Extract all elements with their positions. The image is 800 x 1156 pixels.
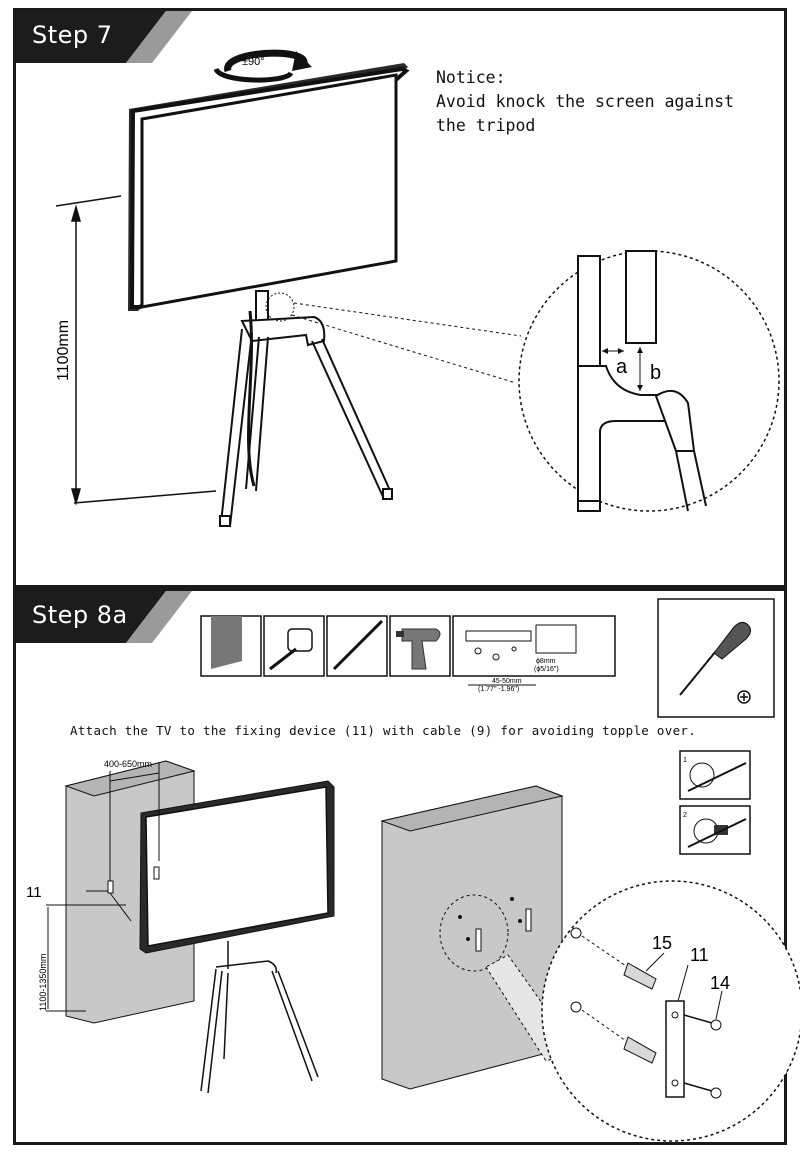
- step-8a-title: Step 8a: [32, 601, 128, 629]
- screwdriver-icon: [657, 598, 775, 718]
- left-tripod: [200, 941, 319, 1094]
- step-7-tab: [16, 11, 192, 63]
- drill-hole-diagram: [452, 615, 616, 686]
- wall-holes-cluster: [439, 894, 532, 972]
- tape-measure-icon: [263, 615, 325, 677]
- hole-depth-in-label: (1.77" -1.96"): [478, 686, 519, 693]
- notice-heading: Notice:: [436, 68, 506, 87]
- inset-step-1-number: 1: [683, 757, 687, 764]
- mounting-detail: [541, 880, 800, 1142]
- height-range-label: 1100-1350mm: [38, 954, 48, 1011]
- label-a: a: [616, 356, 628, 378]
- left-dimensions: [46, 763, 160, 1012]
- step-8a-illustration: 45-50mm (1.77" -1.96") ϕ8mm (ϕ5/16") 1 2: [26, 598, 800, 1142]
- notice-line-2: the tripod: [436, 116, 536, 135]
- hole-depth-label: 45-50mm: [492, 678, 522, 685]
- drill-bit-icon: [326, 615, 388, 677]
- hole-dia-label: ϕ8mm: [536, 658, 556, 665]
- inset-step-2-number: 2: [683, 812, 687, 819]
- height-label: 1100mm: [55, 320, 72, 381]
- rotation-label: ±90°: [242, 56, 265, 68]
- step-8a-panel: Step 8a Attach the TV to the fixing devi…: [13, 588, 800, 1145]
- part-11-left-label: 11: [26, 884, 42, 901]
- height-dimension: [55, 195, 217, 506]
- label-b: b: [650, 362, 661, 384]
- detail-circle: [518, 250, 780, 512]
- inset-step-2: [679, 805, 751, 855]
- width-label: 400-650mm: [104, 759, 152, 769]
- tripod: [219, 290, 393, 527]
- step-8a-tab: [16, 591, 192, 643]
- step-7-illustration: ±90° 1100mm: [55, 49, 780, 527]
- left-tv: [139, 780, 335, 954]
- step-7-title: Step 7: [32, 21, 113, 49]
- hole-dia-in-label: (ϕ5/16"): [534, 666, 559, 673]
- notice-text: Notice: Avoid knock the screen against t…: [436, 66, 734, 138]
- part-11-detail-label: 11: [690, 945, 709, 965]
- step-7-panel: Step 7 ±90°: [13, 8, 787, 588]
- rotation-arrow-icon: [213, 49, 312, 83]
- inset-step-1: [679, 750, 751, 800]
- attach-instruction: Attach the TV to the fixing device (11) …: [70, 723, 697, 738]
- wall-tile-icon: [200, 615, 262, 677]
- part-15-label: 15: [652, 933, 672, 953]
- power-drill-icon: [389, 615, 451, 677]
- tv-screen: [128, 63, 410, 311]
- part-14-label: 14: [710, 973, 730, 993]
- notice-line-1: Avoid knock the screen against: [436, 92, 735, 111]
